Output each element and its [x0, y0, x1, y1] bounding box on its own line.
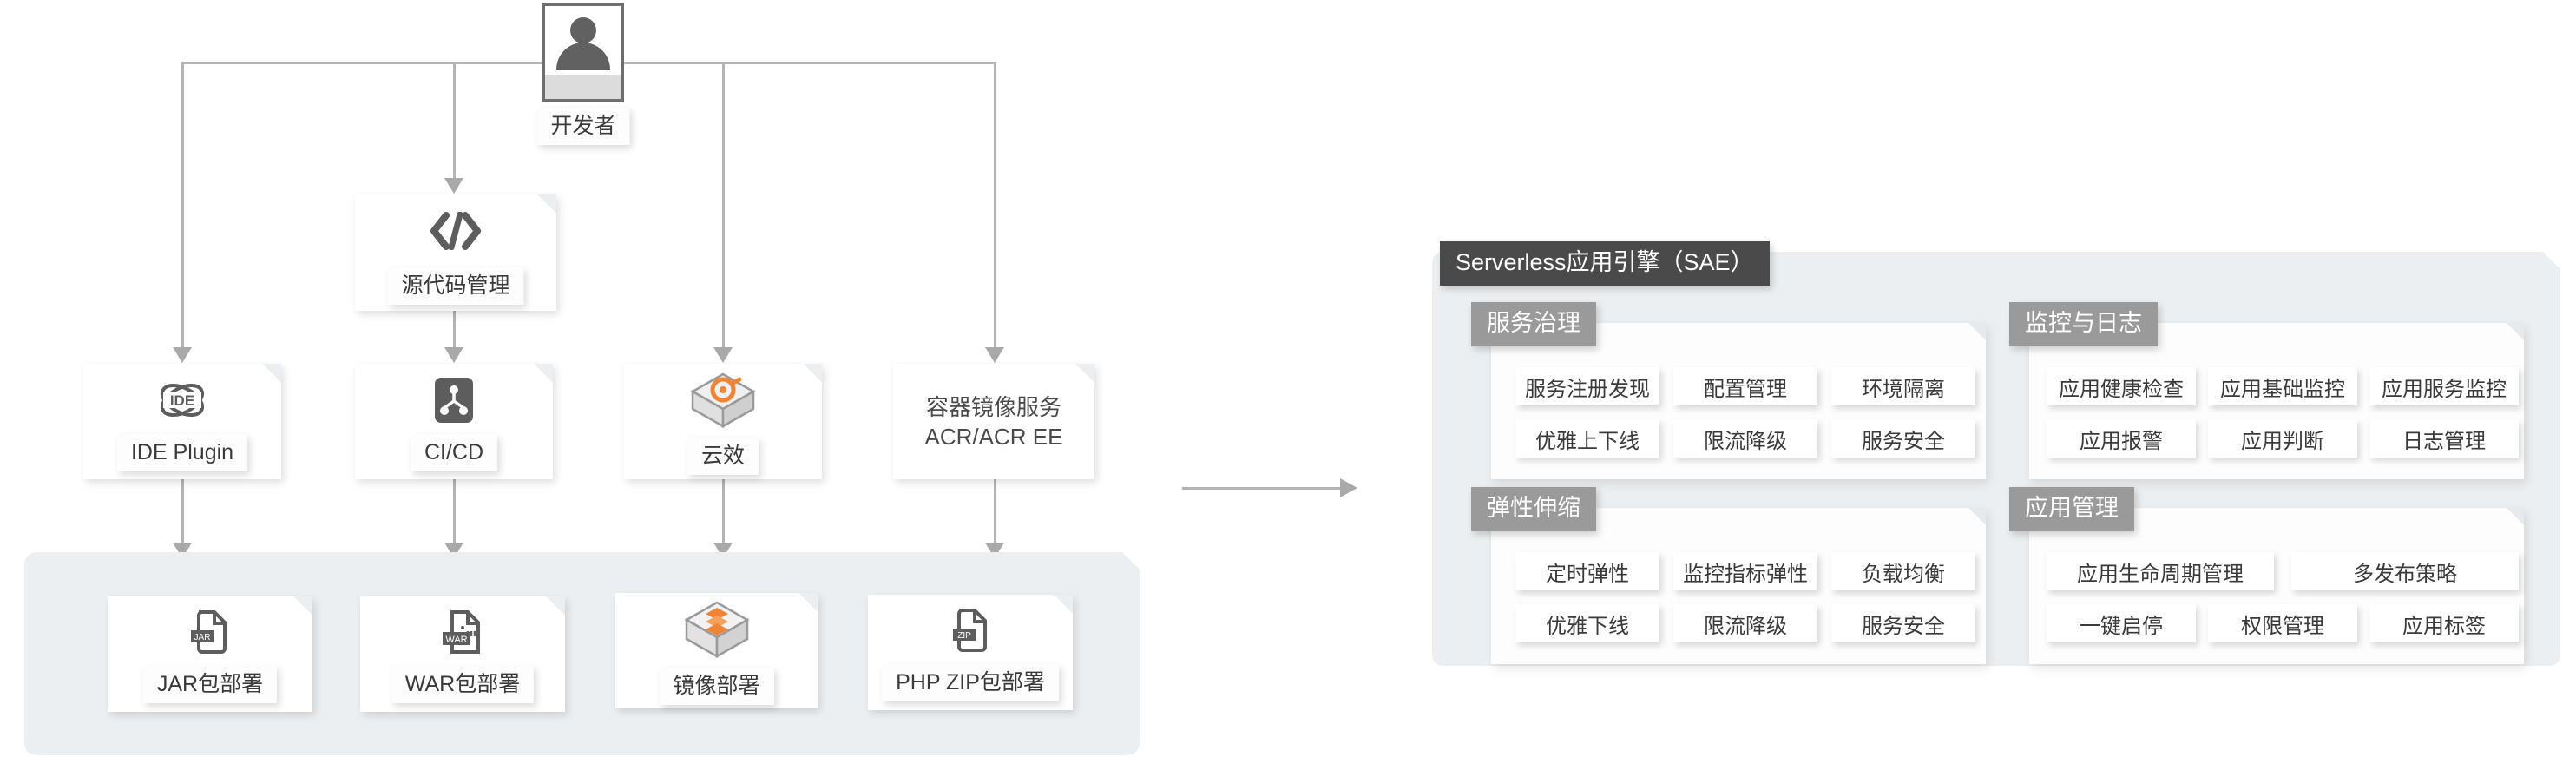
- connector-left-to-sae: [1182, 487, 1341, 490]
- node-cicd[interactable]: CI/CD: [355, 364, 553, 479]
- connector-source-to-cicd: [453, 311, 456, 352]
- jar-file-icon: JAR: [108, 609, 312, 657]
- folded-corner: [798, 593, 818, 612]
- chip-permission-management[interactable]: 权限管理: [2208, 604, 2357, 642]
- arrow-dev-to-yunxiao: [713, 347, 733, 363]
- svg-text:WAR: WAR: [445, 635, 467, 645]
- chip-scheduled-scaling[interactable]: 定时弹性: [1515, 552, 1659, 590]
- chip-graceful-offline[interactable]: 优雅下线: [1515, 604, 1659, 642]
- chip-app-judgement[interactable]: 应用判断: [2208, 419, 2357, 458]
- folded-corner: [1968, 508, 1986, 525]
- zip-file-icon: ZIP: [868, 607, 1073, 655]
- chip-app-tags[interactable]: 应用标签: [2369, 604, 2519, 642]
- arrow-dev-to-source: [444, 178, 463, 194]
- folded-corner: [2507, 508, 2524, 525]
- chip-load-balancing[interactable]: 负载均衡: [1831, 552, 1975, 590]
- svg-text:IDE: IDE: [170, 392, 194, 409]
- ide-icon: IDE: [83, 376, 281, 425]
- chip-metric-scaling[interactable]: 监控指标弹性: [1673, 552, 1817, 590]
- chip-service-registry[interactable]: 服务注册发现: [1515, 367, 1659, 405]
- chip-one-click-start-stop[interactable]: 一键启停: [2047, 604, 2196, 642]
- connector-acr-to-php: [994, 479, 996, 547]
- developer-node[interactable]: [542, 3, 624, 102]
- node-yunxiao[interactable]: 云效: [624, 364, 822, 479]
- chip-graceful-online-offline[interactable]: 优雅上下线: [1515, 419, 1659, 458]
- node-source-code-label: 源代码管理: [387, 267, 524, 305]
- svg-text:JAR: JAR: [194, 633, 211, 642]
- node-acr[interactable]: 容器镜像服务 ACR/ACR EE: [893, 364, 1094, 479]
- folded-corner: [534, 364, 553, 383]
- node-jar-deploy-label: JAR包部署: [142, 666, 278, 703]
- chip-app-alarm[interactable]: 应用报警: [2047, 419, 2196, 458]
- svg-text:ZIP: ZIP: [957, 631, 971, 641]
- connector-dev-to-acr: [994, 62, 996, 352]
- cube-orange-icon: [624, 372, 822, 429]
- connector-dev-to-yunxiao: [722, 62, 725, 352]
- chip-env-isolation[interactable]: 环境隔离: [1831, 367, 1975, 405]
- war-file-icon: WAR: [360, 609, 565, 657]
- folded-corner: [2507, 323, 2524, 340]
- folded-corner: [803, 364, 822, 383]
- chip-config-management[interactable]: 配置管理: [1673, 367, 1817, 405]
- node-source-code[interactable]: 源代码管理: [355, 194, 556, 311]
- node-war-deploy-label: WAR包部署: [391, 666, 535, 703]
- cicd-icon: [355, 376, 553, 425]
- chip-service-security[interactable]: 服务安全: [1831, 419, 1975, 458]
- folded-corner: [1054, 595, 1073, 614]
- chip-rate-limit-degrade-2[interactable]: 限流降级: [1673, 604, 1817, 642]
- connector-cicd-to-war: [453, 479, 456, 547]
- group-title-service-governance: 服务治理: [1471, 302, 1596, 346]
- sae-title: Serverless应用引擎（SAE）: [1440, 241, 1770, 286]
- chip-app-health-check[interactable]: 应用健康检查: [2047, 367, 2196, 405]
- arrow-dev-to-ide: [173, 347, 192, 363]
- connector-ide-to-jar: [181, 479, 184, 547]
- node-php-deploy[interactable]: ZIP PHP ZIP包部署: [868, 595, 1073, 710]
- person-icon: [545, 6, 621, 75]
- folded-corner: [546, 596, 565, 616]
- node-cicd-label: CI/CD: [410, 434, 498, 471]
- node-yunxiao-label: 云效: [687, 438, 759, 475]
- folded-corner: [1968, 323, 1986, 340]
- arrow-left-to-sae: [1340, 478, 1357, 497]
- connector-dev-to-source: [453, 62, 456, 182]
- node-acr-label: 容器镜像服务 ACR/ACR EE: [924, 394, 1063, 450]
- group-title-elastic-scaling: 弹性伸缩: [1471, 487, 1596, 531]
- group-title-monitoring-logs: 监控与日志: [2009, 302, 2158, 346]
- node-ide-plugin-label: IDE Plugin: [116, 434, 248, 471]
- chip-rate-limit-degrade[interactable]: 限流降级: [1673, 419, 1817, 458]
- folded-corner: [537, 194, 556, 214]
- folded-corner: [1075, 364, 1094, 383]
- group-title-app-management: 应用管理: [2009, 487, 2134, 531]
- developer-label: 开发者: [536, 108, 630, 145]
- chip-app-lifecycle[interactable]: 应用生命周期管理: [2047, 552, 2274, 590]
- node-jar-deploy[interactable]: JAR JAR包部署: [108, 596, 312, 712]
- arrow-source-to-cicd: [444, 347, 463, 363]
- node-war-deploy[interactable]: WAR WAR包部署: [360, 596, 565, 712]
- node-image-deploy-label: 镜像部署: [659, 668, 774, 705]
- folded-corner: [293, 596, 312, 616]
- chip-multi-release-strategy[interactable]: 多发布策略: [2291, 552, 2519, 590]
- developer-card-strip: [545, 75, 621, 99]
- arrow-dev-to-acr: [985, 347, 1004, 363]
- chip-app-basic-monitor[interactable]: 应用基础监控: [2208, 367, 2357, 405]
- chip-app-service-monitor[interactable]: 应用服务监控: [2369, 367, 2519, 405]
- node-image-deploy[interactable]: 镜像部署: [615, 593, 818, 708]
- code-brackets-icon: [355, 207, 556, 255]
- node-php-deploy-label: PHP ZIP包部署: [882, 664, 1059, 701]
- cube-layers-icon: [615, 601, 818, 659]
- node-ide-plugin[interactable]: IDE IDE Plugin: [83, 364, 281, 479]
- connector-dev-to-ide: [181, 62, 184, 352]
- connector-yunxiao-to-image: [722, 479, 725, 547]
- chip-service-security-2[interactable]: 服务安全: [1831, 604, 1975, 642]
- chip-log-management[interactable]: 日志管理: [2369, 419, 2519, 458]
- folded-corner: [262, 364, 281, 383]
